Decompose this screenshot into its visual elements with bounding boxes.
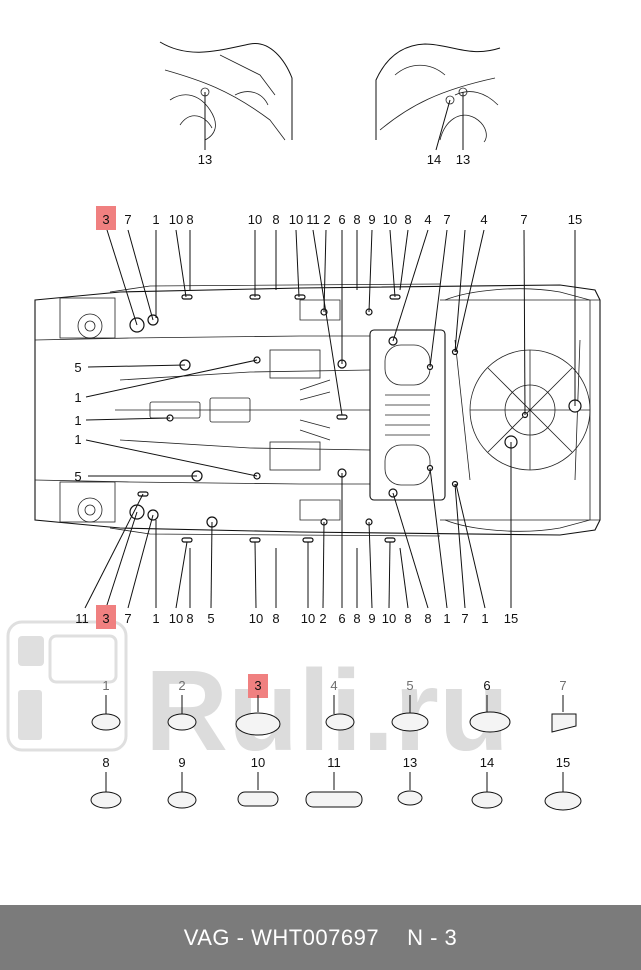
plug-part-icon <box>391 712 429 732</box>
callout-label: 11 <box>75 611 89 626</box>
part-number: 6 <box>483 678 490 693</box>
callout-label: 3 <box>102 611 109 626</box>
part-number: 1 <box>102 678 109 693</box>
part-number: 10 <box>251 755 265 770</box>
part-number: 15 <box>556 755 570 770</box>
plug-part-icon <box>235 712 281 736</box>
top-callout-labels: 3 7 1 10 8 10 8 10 11 2 6 8 9 10 8 4 7 4… <box>96 206 582 230</box>
callout-label: 10 <box>382 611 396 626</box>
part-number: 7 <box>559 678 566 693</box>
detail-view-right <box>375 43 501 151</box>
detail-view-left <box>159 41 293 150</box>
callout-label: 1 <box>152 611 159 626</box>
callout-label: 1 <box>74 390 81 405</box>
callout-label: 5 <box>74 360 81 375</box>
callout-label: 10 <box>169 212 183 227</box>
callout-label: 7 <box>124 212 131 227</box>
callout-label: 7 <box>520 212 527 227</box>
callout-label: 8 <box>186 212 193 227</box>
part-number: 2 <box>178 678 185 693</box>
detail-label: 14 <box>427 152 441 167</box>
callout-label: 10 <box>301 611 315 626</box>
page-number-text: N - 3 <box>407 924 458 950</box>
part-number: 11 <box>327 755 341 770</box>
callout-label: 6 <box>338 611 345 626</box>
callout-label: 9 <box>368 212 375 227</box>
callout-label: 10 <box>249 611 263 626</box>
plug-part-icon <box>91 713 121 731</box>
callout-label: 10 <box>248 212 262 227</box>
callout-label: 10 <box>289 212 303 227</box>
detail-label: 13 <box>456 152 470 167</box>
left-callout-labels: 5 1 1 1 5 <box>74 360 81 484</box>
callout-label: 1 <box>74 413 81 428</box>
part-number: 3 <box>254 678 261 693</box>
highlight-marker <box>248 674 268 698</box>
callout-label: 8 <box>353 212 360 227</box>
bottom-callout-labels: 11 3 7 1 10 8 5 10 8 10 2 6 8 9 10 8 8 1… <box>75 605 518 629</box>
oval-plug-part-icon <box>237 791 279 807</box>
callout-label: 5 <box>74 469 81 484</box>
callout-label: 8 <box>272 212 279 227</box>
callout-label: 10 <box>383 212 397 227</box>
callout-label: 8 <box>272 611 279 626</box>
part-number: 5 <box>406 678 413 693</box>
part-number-text: VAG - WHT007697 <box>183 924 380 950</box>
plug-part-icon <box>167 713 197 731</box>
callout-label: 10 <box>169 611 183 626</box>
callout-label: 1 <box>481 611 488 626</box>
callout-label: 8 <box>404 212 411 227</box>
watermark: Ruli.ru <box>6 620 509 775</box>
callout-label: 8 <box>404 611 411 626</box>
callout-label: 1 <box>152 212 159 227</box>
part-number: 9 <box>178 755 185 770</box>
parts-legend-row-2: 8 9 10 11 13 14 15 <box>90 755 582 811</box>
watermark-text: Ruli.ru <box>145 647 509 775</box>
plug-part-icon <box>397 790 423 806</box>
part-number: 4 <box>330 678 337 693</box>
callout-label: 3 <box>102 212 109 227</box>
callout-label: 8 <box>424 611 431 626</box>
highlight-marker <box>96 206 116 230</box>
callout-label: 1 <box>74 432 81 447</box>
detail-labels: 13 14 13 <box>198 152 470 167</box>
callout-label: 15 <box>568 212 582 227</box>
callout-label: 1 <box>443 611 450 626</box>
watermark-logo-icon <box>6 620 128 752</box>
part-number: 14 <box>480 755 494 770</box>
highlight-marker <box>96 605 116 629</box>
plug-part-icon <box>469 711 511 733</box>
callout-label: 7 <box>461 611 468 626</box>
callout-label: 11 <box>306 212 320 227</box>
plug-part-icon <box>325 713 355 731</box>
underbody-diagram: Ruli.ru <box>6 41 601 811</box>
callout-label: 7 <box>124 611 131 626</box>
callout-label: 6 <box>338 212 345 227</box>
callout-label: 4 <box>424 212 431 227</box>
callout-label: 5 <box>207 611 214 626</box>
footer-bar: VAG - WHT007697 N - 3 <box>0 905 641 970</box>
detail-label: 13 <box>198 152 212 167</box>
plug-part-icon <box>471 791 503 809</box>
callout-label: 15 <box>504 611 518 626</box>
car-underbody <box>34 229 601 609</box>
tape-part-icon <box>551 713 577 733</box>
callout-label: 2 <box>319 611 326 626</box>
callout-label: 2 <box>323 212 330 227</box>
plug-part-icon <box>90 791 122 809</box>
callout-label: 8 <box>353 611 360 626</box>
callout-label: 9 <box>368 611 375 626</box>
callout-label: 7 <box>443 212 450 227</box>
callout-label: 4 <box>480 212 487 227</box>
oval-plug-part-icon <box>305 791 363 808</box>
plug-part-icon <box>544 791 582 811</box>
part-number: 8 <box>102 755 109 770</box>
parts-legend-row-1: 1 2 3 4 5 6 7 <box>91 674 577 736</box>
callout-label: 8 <box>186 611 193 626</box>
plug-part-icon <box>167 791 197 809</box>
part-number: 13 <box>403 755 417 770</box>
